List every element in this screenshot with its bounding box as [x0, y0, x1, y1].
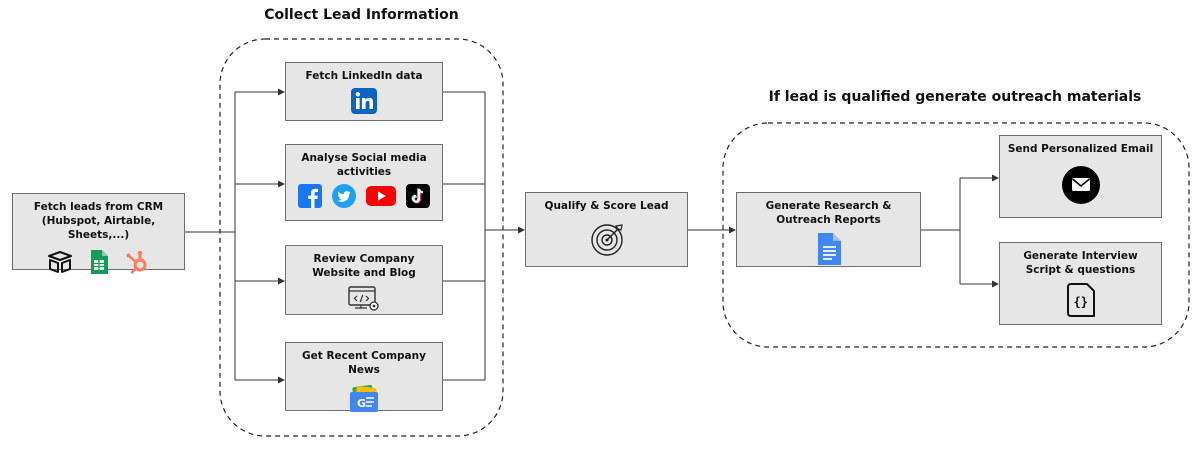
email-icon	[1061, 166, 1100, 204]
google-docs-icon	[817, 233, 841, 265]
collect-group-outline	[219, 38, 504, 437]
qualify-label: Qualify & Score Lead	[544, 200, 669, 212]
tiktok-icon	[406, 184, 430, 208]
website-label: Review Company Website and Blog	[312, 253, 416, 279]
linkedin-node[interactable]: Fetch LinkedIn data	[285, 62, 443, 121]
social-node[interactable]: Analyse Social media activities	[285, 144, 443, 221]
email-label: Send Personalized Email	[1007, 143, 1154, 155]
interview-label: Generate Interview Script & questions	[1023, 250, 1138, 276]
news-node[interactable]: Get Recent Company News G	[285, 342, 443, 412]
news-label: Get Recent Company News	[302, 350, 426, 376]
svg-text:{}: {}	[1073, 295, 1087, 309]
airtable-icon	[47, 251, 72, 273]
fetch-leads-label: Fetch leads from CRM (Hubspot, Airtable,…	[33, 201, 164, 241]
linkedin-icon	[351, 88, 377, 114]
outreach-group-title: If lead is qualified generate outreach m…	[768, 89, 1142, 105]
target-icon	[590, 224, 623, 256]
interview-node[interactable]: Generate Interview Script & questions {}	[999, 242, 1162, 325]
facebook-icon	[298, 184, 322, 208]
website-node[interactable]: Review Company Website and Blog	[285, 245, 443, 315]
fetch-leads-node[interactable]: Fetch leads from CRM (Hubspot, Airtable,…	[12, 193, 185, 274]
social-label: Analyse Social media activities	[301, 152, 427, 178]
google-sheets-icon	[90, 250, 108, 274]
collect-group-title: Collect Lead Information	[264, 7, 459, 23]
code-file-icon: {}	[1066, 283, 1095, 317]
youtube-icon	[366, 186, 396, 206]
svg-text:G: G	[357, 397, 366, 410]
google-news-icon: G	[350, 385, 378, 412]
email-node[interactable]: Send Personalized Email	[999, 135, 1162, 218]
twitter-icon	[332, 184, 356, 208]
linkedin-label: Fetch LinkedIn data	[305, 70, 423, 82]
qualify-node[interactable]: Qualify & Score Lead	[525, 192, 688, 267]
web-code-icon	[348, 286, 379, 311]
reports-label: Generate Research & Outreach Reports	[765, 200, 892, 226]
hubspot-icon	[126, 250, 146, 274]
reports-node[interactable]: Generate Research & Outreach Reports	[736, 192, 921, 267]
outreach-group-outline	[722, 122, 1190, 348]
